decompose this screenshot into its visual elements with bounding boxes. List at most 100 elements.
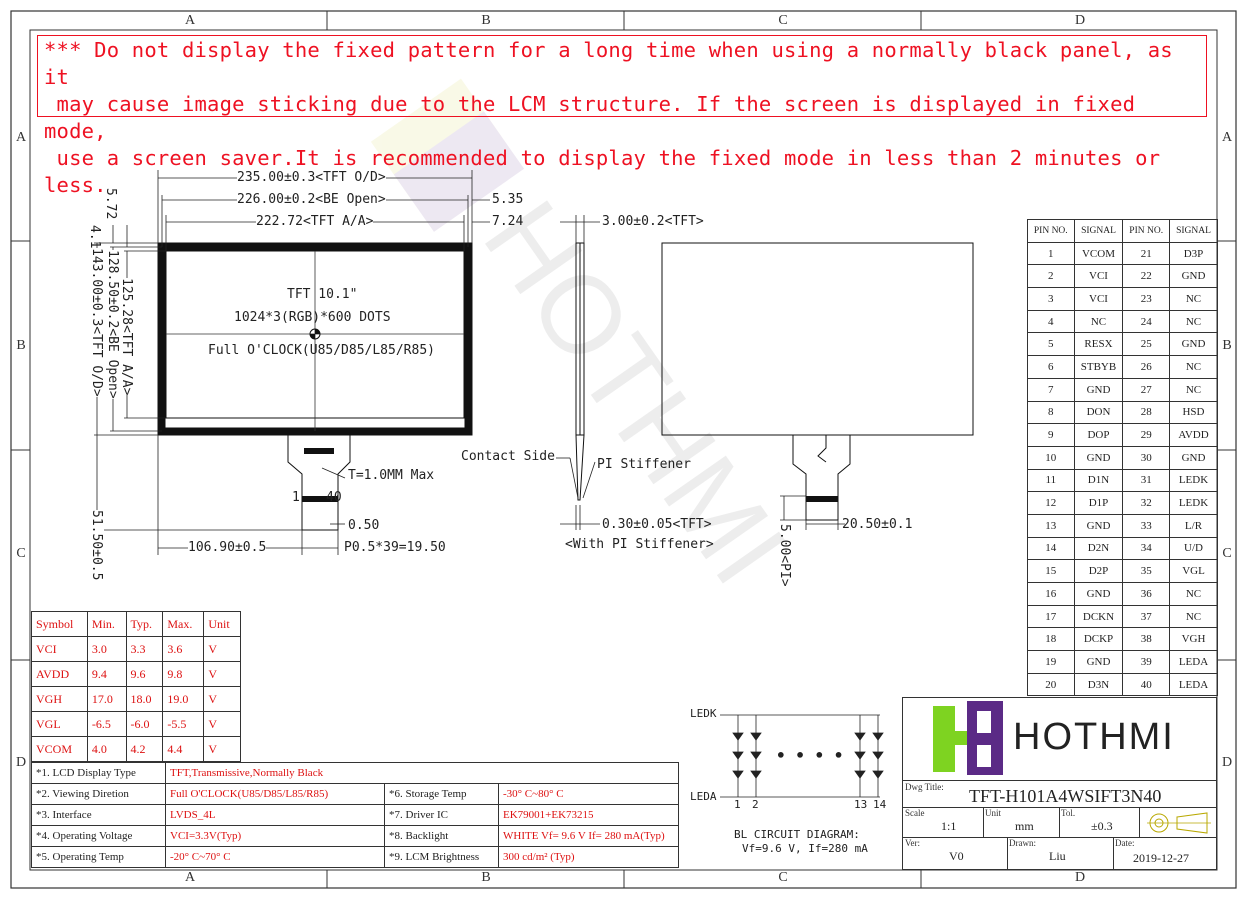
spec-header: Unit xyxy=(203,611,241,637)
pin-cell: DON xyxy=(1073,400,1124,425)
pin-cell: L/R xyxy=(1168,513,1219,538)
dwg-title: TFT-H101A4WSIFT3N40 xyxy=(969,786,1162,806)
pin-cell: NC xyxy=(1168,377,1219,402)
dim-be-open-width: 226.00±0.2<BE Open> xyxy=(237,192,386,207)
info-value: TFT,Transmissive,Normally Black xyxy=(165,762,679,784)
pin-cell: D3P xyxy=(1168,241,1219,266)
pin-cell: LEDK xyxy=(1168,491,1219,515)
pin-cell: VGH xyxy=(1168,627,1219,652)
info-key: *2. Viewing Diretion xyxy=(31,783,166,805)
pin-cell: STBYB xyxy=(1073,355,1124,379)
info-value: -30° C~80° C xyxy=(498,783,679,805)
pin-cell: DCKN xyxy=(1073,604,1124,629)
dim-tft-od-height: 143.00±0.3<TFT O/D> xyxy=(89,248,104,397)
pin-cell: VCI xyxy=(1073,287,1124,311)
info-key: *6. Storage Temp xyxy=(384,783,499,805)
pin-cell: NC xyxy=(1168,604,1219,629)
contact-side-label: Contact Side xyxy=(461,449,555,464)
grid-col-a-top: A xyxy=(184,13,196,28)
pin-cell: 15 xyxy=(1027,559,1075,583)
pin-cell: 36 xyxy=(1122,582,1170,606)
pin-cell: 8 xyxy=(1027,400,1075,425)
pin-40-label: 40 xyxy=(326,490,342,505)
pin-cell: 13 xyxy=(1027,513,1075,538)
spec-cell: V xyxy=(203,736,241,762)
grid-row-c-left: C xyxy=(16,546,26,561)
pin-cell: 9 xyxy=(1027,423,1075,447)
pin-cell: D2P xyxy=(1073,559,1124,583)
pin-cell: VCOM xyxy=(1073,241,1124,266)
spec-cell: VCI xyxy=(31,636,88,662)
pin-cell: GND xyxy=(1073,377,1124,402)
info-key: *1. LCD Display Type xyxy=(31,762,166,784)
bl-led-1: 1 xyxy=(734,798,741,811)
spec-cell: 3.0 xyxy=(86,636,127,662)
bl-ellipsis: • • • • xyxy=(776,746,844,765)
spec-cell: V xyxy=(203,661,241,687)
pin-cell: D2N xyxy=(1073,536,1124,561)
dim-0-50: 0.50 xyxy=(348,518,380,533)
bl-ledk-label: LEDK xyxy=(690,707,717,720)
dim-thickness: 3.00±0.2<TFT> xyxy=(602,214,704,229)
pin-cell: 23 xyxy=(1122,287,1170,311)
spec-cell: -5.5 xyxy=(162,711,205,737)
dim-5-35: 5.35 xyxy=(492,192,524,207)
tft-size-label: TFT 10.1" xyxy=(287,287,358,302)
grid-col-c-bottom: C xyxy=(778,870,788,885)
pin-cell: 12 xyxy=(1027,491,1075,515)
pin-cell: 21 xyxy=(1122,241,1170,266)
grid-col-b-bottom: B xyxy=(481,870,491,885)
pin-cell: GND xyxy=(1168,445,1219,470)
pi-stiffener-label: PI Stiffener xyxy=(597,457,691,472)
dim-tft-aa-height: 125.28<TFT A/A> xyxy=(119,278,134,396)
pin-cell: 35 xyxy=(1122,559,1170,583)
pin-cell: 19 xyxy=(1027,650,1075,674)
pin-cell: 24 xyxy=(1122,309,1170,334)
projection-symbol-icon xyxy=(1147,812,1211,834)
pin-cell: DOP xyxy=(1073,423,1124,447)
pin-cell: 37 xyxy=(1122,604,1170,629)
pin-cell: 17 xyxy=(1027,604,1075,629)
info-value: -20° C~70° C xyxy=(165,846,385,868)
info-value: LVDS_4L xyxy=(165,804,385,826)
spec-cell: VGL xyxy=(31,711,88,737)
pin-cell: 1 xyxy=(1027,241,1075,266)
pin-cell: NC xyxy=(1168,582,1219,606)
pin-cell: GND xyxy=(1073,513,1124,538)
spec-cell: VGH xyxy=(31,686,88,712)
grid-row-b-right: B xyxy=(1222,338,1232,353)
pin-cell: 18 xyxy=(1027,627,1075,652)
view-angle-label: Full O'CLOCK(U85/D85/L85/R85) xyxy=(208,343,435,358)
pin-cell: 31 xyxy=(1122,468,1170,493)
pin-cell: VGL xyxy=(1168,559,1219,583)
pin-cell: GND xyxy=(1168,264,1219,289)
pin-cell: LEDA xyxy=(1168,650,1219,674)
bl-circuit-sub: Vf=9.6 V, If=280 mA xyxy=(742,842,868,855)
spec-cell: -6.5 xyxy=(86,711,127,737)
bl-led-14: 14 xyxy=(873,798,887,811)
pin-cell: 2 xyxy=(1027,264,1075,289)
pin-table-header: PIN NO. xyxy=(1122,219,1170,243)
pin-cell: RESX xyxy=(1073,332,1124,357)
spec-cell: VCOM xyxy=(31,736,88,762)
pin-table-header: SIGNAL xyxy=(1073,219,1124,243)
ver-value: V0 xyxy=(949,849,964,863)
pin-cell: U/D xyxy=(1168,536,1219,561)
pin-cell: 25 xyxy=(1122,332,1170,357)
info-value: WHITE Vf= 9.6 V If= 280 mA(Typ) xyxy=(498,825,679,847)
spec-cell: 9.4 xyxy=(86,661,127,687)
grid-col-a-bottom: A xyxy=(184,870,196,885)
